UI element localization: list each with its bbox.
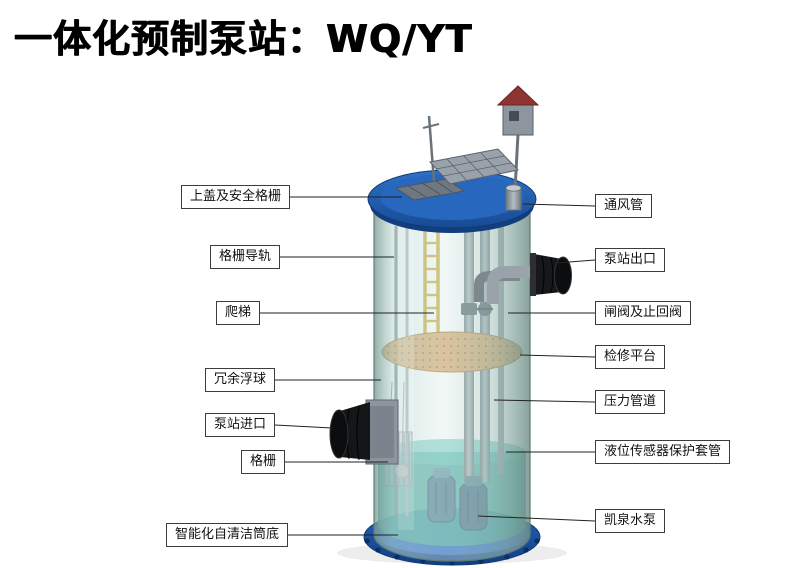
flange-bolts — [364, 538, 540, 566]
label-inlet: 泵站进口 — [204, 413, 275, 437]
safety-grille-hatch — [394, 178, 466, 201]
leader-lines — [260, 196, 596, 536]
vent-pipe — [505, 184, 522, 211]
label-vent-pipe: 通风管 — [595, 194, 653, 218]
outlet-pipe — [474, 253, 572, 304]
leader-line-pump — [477, 515, 596, 522]
leader-line-pressure-pipe — [493, 399, 596, 403]
label-service-platform: 检修平台 — [595, 345, 666, 369]
inlet-pipe — [329, 399, 399, 465]
label-pump: 凯泉水泵 — [595, 509, 666, 533]
label-grille: 格栅 — [240, 450, 285, 474]
leader-line-vent-pipe — [522, 203, 596, 207]
red-roof — [496, 85, 540, 106]
tank-body — [373, 204, 531, 562]
leader-line-outlet — [555, 259, 596, 264]
label-outlet: 泵站出口 — [595, 248, 666, 272]
solar-panel — [429, 148, 519, 185]
leader-line-inlet — [274, 424, 333, 429]
label-pressure-pipe: 压力管道 — [595, 390, 666, 414]
weather-station — [496, 85, 540, 191]
label-top-cover: 上盖及安全格栅 — [180, 185, 290, 209]
page-title: 一体化预制泵站：WQ/YT — [14, 17, 473, 61]
label-valves: 闸阀及止回阀 — [595, 301, 692, 325]
label-grille-guide-rail: 格栅导轨 — [209, 245, 280, 269]
label-level-sensor-sleeve: 液位传感器保护套管 — [595, 440, 731, 464]
lid-equipment — [394, 85, 540, 211]
label-ladder: 爬梯 — [215, 301, 260, 325]
antenna-mast — [422, 115, 440, 183]
label-redundant-float: 冗余浮球 — [204, 368, 275, 392]
outlet-coupling — [534, 254, 562, 295]
label-self-cleaning-bottom: 智能化自清洁筒底 — [165, 523, 288, 547]
leader-line-service-platform — [519, 354, 596, 358]
